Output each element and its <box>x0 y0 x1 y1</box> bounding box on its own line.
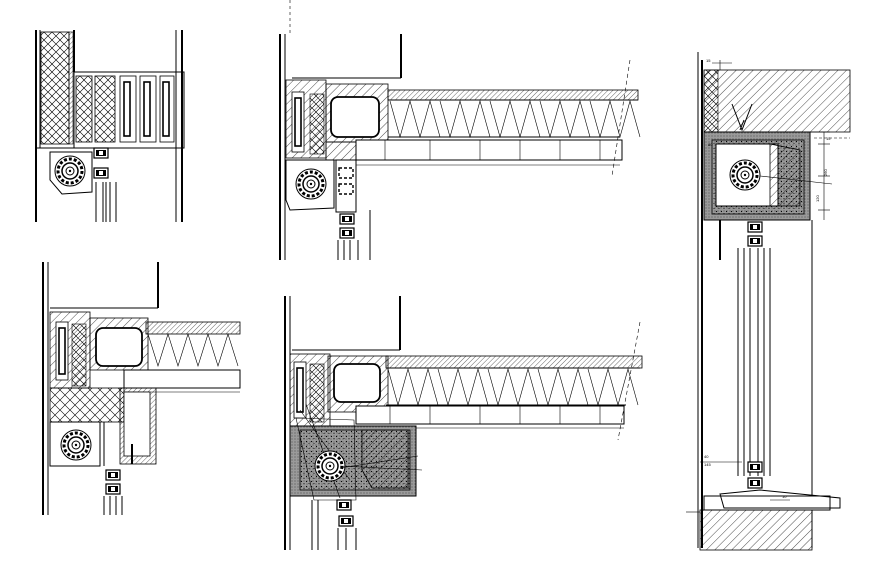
detail-c-slab-with-box <box>42 262 241 515</box>
dimension-label: 120 <box>815 195 820 202</box>
dimension-label: 10 <box>782 494 787 499</box>
dimension-label: 15 <box>826 136 831 141</box>
detail-b-floor-slab-junction <box>279 0 641 260</box>
detail-a-lintel-roller-box <box>35 30 185 222</box>
dimension-label: 260 <box>823 169 828 176</box>
detail-e-full-height-section: 15 80 120 260 15 40 145 10 <box>686 52 851 551</box>
dimension-label: 80 <box>708 142 713 147</box>
dimension-label: 40 <box>704 454 709 459</box>
dimension-label: 15 <box>706 58 711 63</box>
detail-d-slab-with-insulated-box <box>284 296 643 550</box>
dimension-label: 145 <box>704 462 711 467</box>
